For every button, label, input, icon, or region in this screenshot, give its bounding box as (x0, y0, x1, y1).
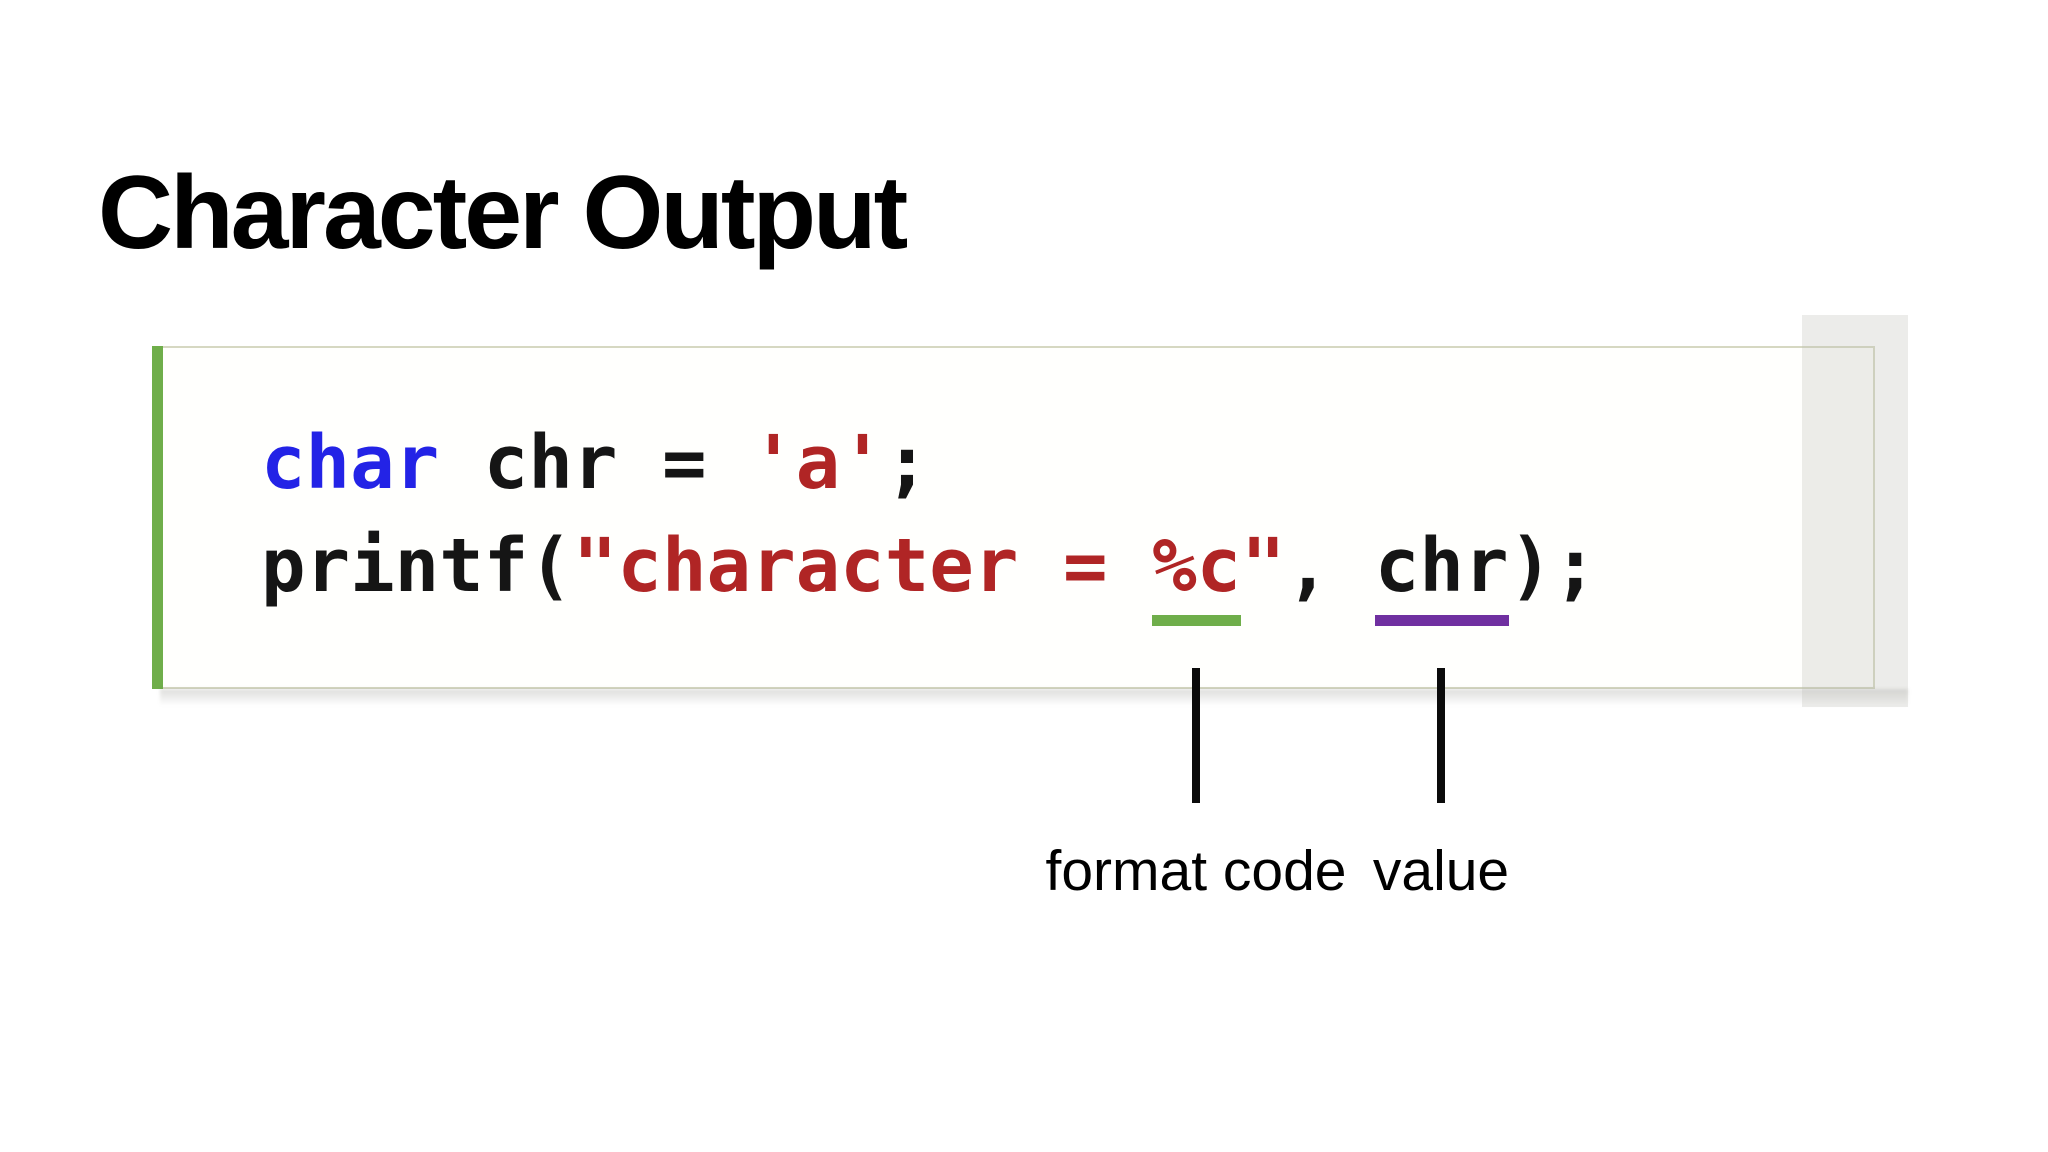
code-box-gray-overlay-band (1802, 315, 1908, 707)
code-comma: , (1285, 523, 1375, 609)
code-line1-terminator: ; (884, 420, 930, 506)
value-label: value (1372, 839, 1510, 903)
code-char-literal: 'a' (751, 420, 885, 506)
code-line1-middle: chr = (439, 420, 752, 506)
code-snippet: char chr = 'a'; printf("character = %c",… (261, 412, 1598, 626)
code-box-drop-shadow (160, 689, 1908, 706)
slide-title: Character Output (98, 154, 908, 271)
code-box (152, 346, 1875, 689)
code-box-green-accent-bar (152, 346, 163, 689)
code-string-close-quote: " (1241, 523, 1286, 609)
format-code-leader-line (1192, 668, 1200, 803)
code-keyword-char: char (261, 420, 440, 506)
code-string-before-format: "character = (572, 523, 1153, 609)
code-format-code-highlight: %c (1152, 523, 1242, 626)
code-close-paren: ); (1508, 523, 1598, 609)
value-leader-line (1437, 668, 1445, 803)
code-printf-call: printf( (261, 523, 573, 609)
code-value-argument-highlight: chr (1374, 523, 1509, 626)
format-code-label: format code (1045, 839, 1347, 903)
